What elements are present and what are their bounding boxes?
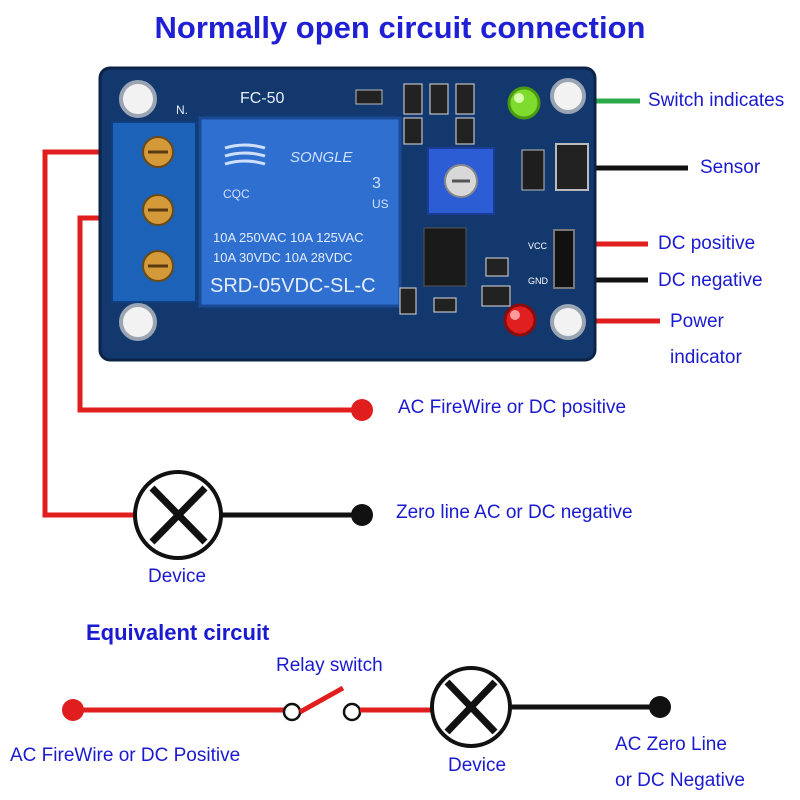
label-switch-indicates: Switch indicates bbox=[648, 90, 785, 111]
label-eq-firewire: AC FireWire or DC Positive bbox=[10, 745, 241, 766]
songle-logo-icon bbox=[224, 143, 266, 166]
red-wire-no bbox=[77, 215, 362, 413]
relay-us: US bbox=[372, 197, 389, 211]
relay-brand: SONGLE bbox=[290, 149, 354, 166]
relay-contact-right bbox=[342, 702, 362, 722]
eq-firewire-terminal bbox=[62, 699, 84, 721]
label-eq-device: Device bbox=[448, 755, 507, 776]
power-led bbox=[503, 303, 537, 337]
ac-firewire-terminal bbox=[351, 399, 373, 421]
label-device-top: Device bbox=[148, 566, 207, 587]
relay-switch-arm bbox=[298, 685, 345, 715]
terminal-mark: N. bbox=[176, 103, 188, 117]
mount-hole-br bbox=[550, 304, 586, 340]
mount-hole-tl bbox=[119, 80, 157, 118]
pin-gnd-label: GND bbox=[528, 276, 549, 286]
label-relay-switch: Relay switch bbox=[276, 655, 383, 676]
sensor-header bbox=[555, 143, 589, 191]
mount-hole-bl bbox=[119, 303, 157, 341]
label-dc-positive: DC positive bbox=[658, 233, 756, 254]
page-title: Normally open circuit connection bbox=[154, 10, 646, 45]
label-eq-zero-line1: AC Zero Line bbox=[615, 734, 727, 755]
equivalent-circuit-title: Equivalent circuit bbox=[86, 620, 270, 645]
label-power-line1: Power bbox=[670, 311, 724, 332]
relay-rating-1: 10A 250VAC 10A 125VAC bbox=[213, 230, 364, 245]
mount-hole-tr bbox=[550, 78, 586, 114]
equivalent-circuit bbox=[62, 666, 671, 748]
relay-part: SRD-05VDC-SL-C bbox=[210, 275, 376, 297]
red-wire-common bbox=[42, 149, 135, 518]
relay-rating-2: 10A 30VDC 10A 28VDC bbox=[213, 250, 352, 265]
comparator-chip bbox=[423, 227, 467, 287]
relay-board: SONGLE CQC 3 US 10A 250VAC 10A 125VAC 10… bbox=[98, 66, 597, 362]
label-eq-zero-line2: or DC Negative bbox=[615, 770, 745, 791]
relay-cert: 3 bbox=[372, 175, 381, 192]
eq-zero-terminal bbox=[649, 696, 671, 718]
switch-led bbox=[507, 86, 541, 120]
label-power-line2: indicator bbox=[670, 347, 742, 368]
zero-line-terminal bbox=[351, 504, 373, 526]
relay-body bbox=[198, 116, 402, 308]
power-header bbox=[553, 229, 575, 289]
label-zero-line: Zero line AC or DC negative bbox=[396, 502, 633, 523]
board-model: FC-50 bbox=[240, 90, 285, 107]
relay-cqc: CQC bbox=[223, 187, 250, 201]
device-top bbox=[133, 470, 223, 560]
label-dc-negative: DC negative bbox=[658, 270, 763, 291]
label-sensor: Sensor bbox=[700, 157, 761, 178]
pin-vcc-label: VCC bbox=[528, 241, 548, 251]
relay-contact-left bbox=[282, 702, 302, 722]
label-ac-firewire: AC FireWire or DC positive bbox=[398, 397, 627, 418]
